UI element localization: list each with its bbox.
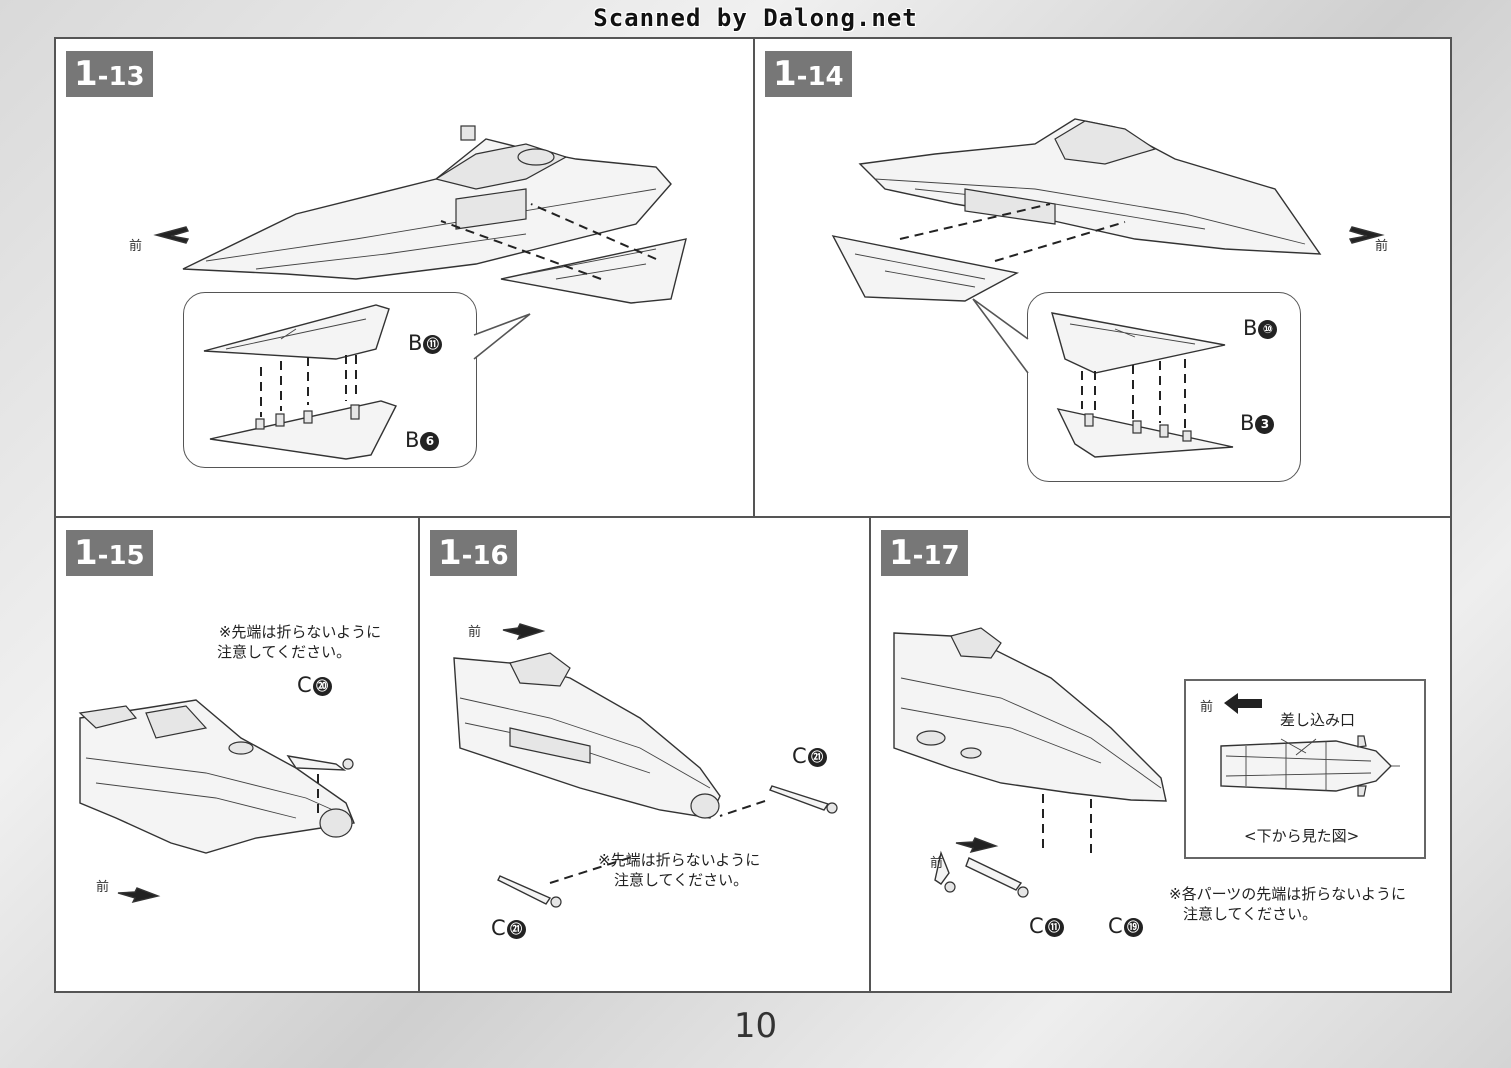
battleship-illustration [831,118,1385,302]
front-direction-label: 前 [129,239,143,254]
page-number: 10 [733,1006,778,1046]
step-number-badge: 1-13 [66,51,153,97]
front-direction-label: 前 [930,856,944,871]
step-number-badge: 1-14 [765,51,852,97]
step-number-badge: 1-17 [881,530,968,576]
caution-note: ※先端は折らないように 注意してください。 [217,623,382,661]
front-direction-label: 前 [468,625,482,640]
step-number-badge: 1-15 [66,530,153,576]
battleship-underside-illustration [893,627,1167,898]
inset-front-label: 前 [1200,700,1214,715]
caution-note: ※先端は折らないように 注意してください。 [598,851,761,889]
battleship-illustration [153,125,687,304]
front-direction-label: 前 [96,880,110,895]
battleship-bow-illustration [78,699,355,904]
bottom-view-inset: 前 差し込み口 <下から見た図> [1184,679,1426,859]
insert-slot-label: 差し込み口 [1280,711,1356,729]
callout-tail [972,298,1234,458]
caution-note: ※各パーツの先端は折らないように 注意してください。 [1169,885,1406,923]
callout-tail [203,304,531,460]
front-direction-label: 前 [1375,239,1389,254]
front-arrow-icon [1220,693,1400,797]
battleship-hull-illustration [453,623,838,908]
scanner-watermark: Scanned by Dalong.net [593,4,918,32]
step-number-badge: 1-16 [430,530,517,576]
bottom-view-caption: <下から見た図> [1244,827,1360,845]
